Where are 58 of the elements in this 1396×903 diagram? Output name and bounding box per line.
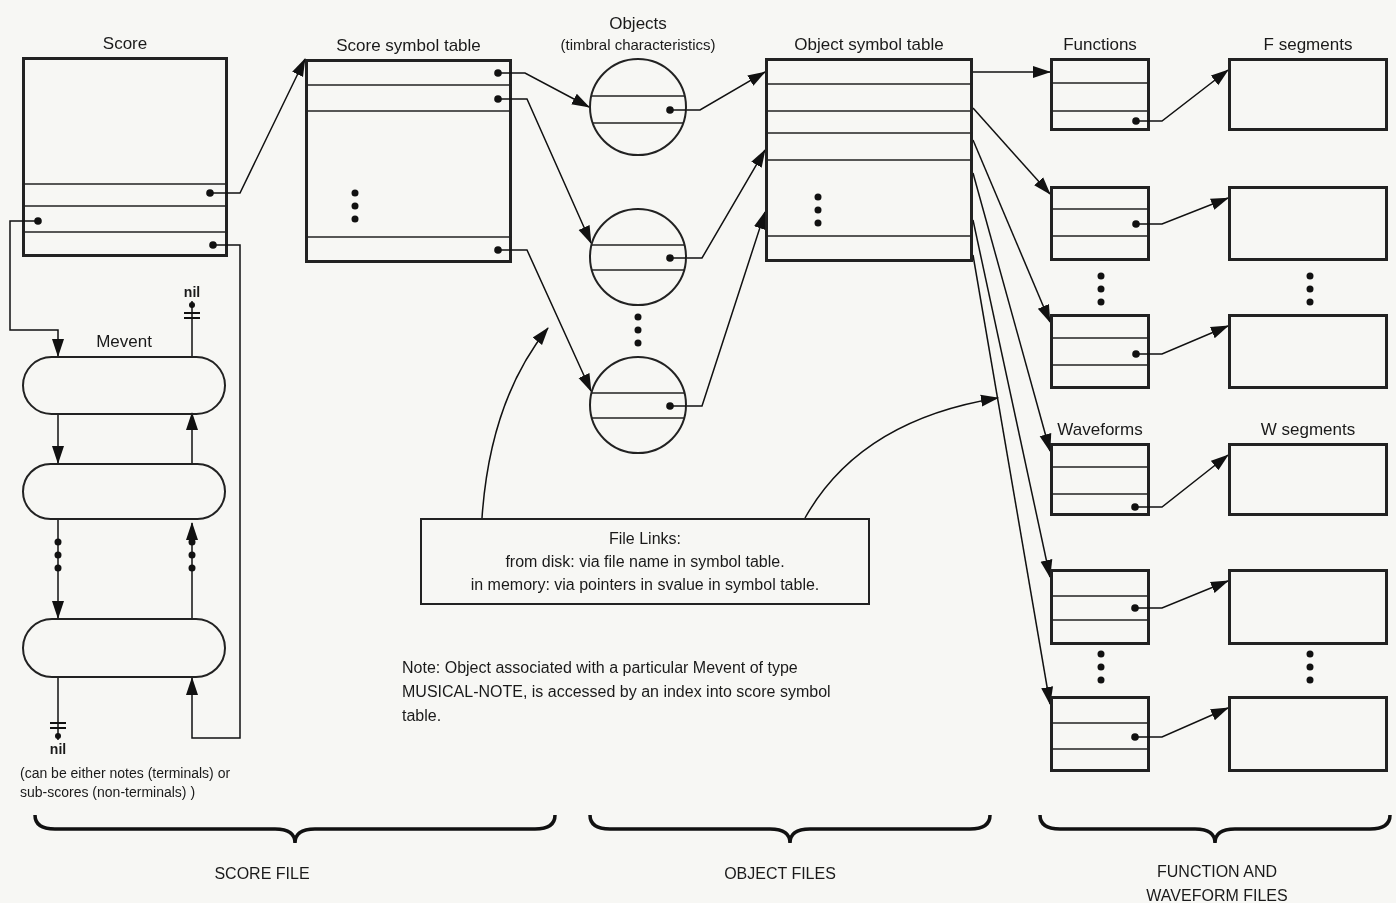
note-text: from disk: via file name in symbol table. [505,552,785,572]
record-box [1050,186,1150,261]
table-heading: Score [102,33,148,55]
arrow [972,107,1051,195]
section-label: OBJECT FILES [723,864,837,884]
arrow [685,211,766,407]
arrow [1149,69,1229,122]
mevent-capsule [22,463,226,520]
note-box [420,518,870,605]
arrow [186,522,198,619]
note-text: in memory: via pointers in svalue in symbol table. [470,575,820,595]
nil-label: nil [44,740,72,758]
arrow [972,139,1051,323]
record-box [1228,569,1388,645]
arrow [1149,707,1229,738]
record-box [1228,696,1388,772]
node-label: (can be either notes (terminals) or sub-scores (non-terminals) ) [20,764,232,802]
arrow [972,219,1053,578]
arrow [186,412,198,464]
record-box [1050,314,1150,389]
record-box [1228,186,1388,261]
arrow [972,172,1052,452]
record-box [1050,569,1150,645]
arrow [511,249,592,392]
arrow [972,254,1054,705]
arrow [685,149,766,259]
arrow [685,71,766,111]
arrow [1149,197,1229,225]
table-heading: Objects [609,13,667,35]
arrow [511,72,590,108]
arrow [227,58,306,194]
table-heading: Object symbol table [794,34,944,56]
arrow [804,395,999,519]
arrow [511,98,592,244]
record-box [1050,696,1150,772]
table-heading: (timbral characteristics) [560,35,716,55]
record-box [1228,314,1388,389]
table-heading: Mevent [96,331,152,353]
note-text: Note: Object associated with a particular Mevent of type MUSICAL-NOTE, is accessed by an index into score symbol table. [402,658,832,726]
mevent-capsule [22,618,226,678]
arrow [1149,325,1229,355]
arrow [52,414,64,464]
arrow [186,244,241,739]
arrow [9,220,64,357]
section-label: SCORE FILE [213,864,311,884]
nil-label: nil [178,283,206,301]
arrow [1149,454,1229,508]
arrow [52,519,64,619]
table-heading: Score symbol table [336,35,481,57]
arrow [972,66,1051,78]
arrow [481,327,549,519]
table-heading: Waveforms [1057,419,1143,441]
table-heading: F segments [1263,34,1353,56]
table-heading: W segments [1260,419,1356,441]
arrow [1149,580,1229,609]
section-label: FUNCTION AND WAVEFORM FILES [1145,862,1289,903]
note-heading: File Links: [609,529,681,549]
table-heading: Functions [1063,34,1137,56]
